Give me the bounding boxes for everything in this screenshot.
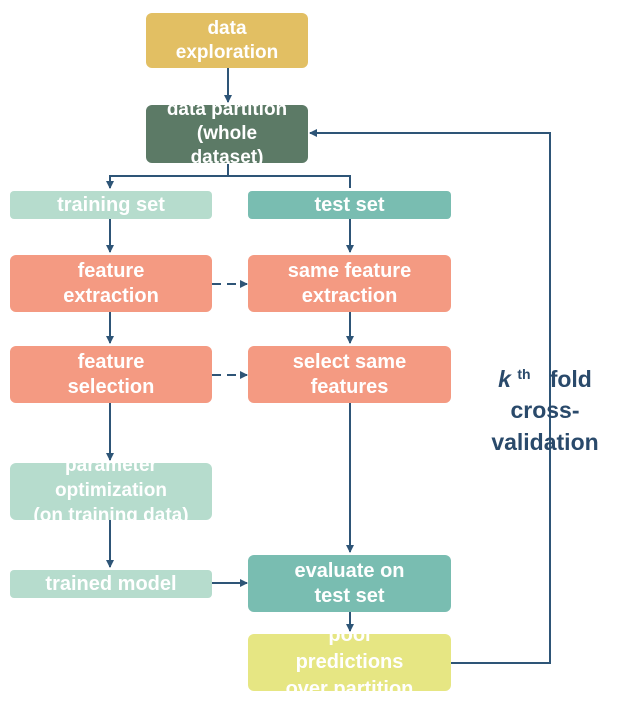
arrow-partition-to-test [228,175,351,188]
node-parameter-optimization: parameter optimization (on training data… [10,463,212,520]
data-partition-line2: (whole [196,123,258,145]
cross-validation-label: k th fold cross- validation [470,364,620,458]
data-exploration-line2: exploration [175,41,279,63]
select-same-features-line1: select same [292,350,407,373]
pool-line1: pool [328,634,371,646]
cv-label-line2: cross- [510,397,580,424]
optimization-line1: parameter [65,463,157,477]
data-partition-line1: data partition [166,105,288,121]
optimization-line2: optimization [55,480,167,502]
feature-selection-line1: feature [77,350,145,373]
node-data-partition: data partition (whole dataset) [146,105,308,163]
node-training-set: training set [10,191,212,219]
feature-extraction-line2: extraction [63,284,159,307]
evaluate-line1: evaluate on [294,559,405,582]
cv-label-line3: validation [491,428,599,455]
node-data-exploration: data exploration [146,13,308,68]
cv-k: k [498,366,511,392]
feature-extraction-line1: feature [77,259,145,282]
node-feature-selection: feature selection [10,346,212,403]
node-test-set: test set [248,191,451,219]
optimization-line3: (on training data) [33,504,189,520]
cv-label-line1: k th fold [470,364,620,395]
pool-line3: over partition [285,678,414,691]
node-feature-extraction: feature extraction [10,255,212,312]
pool-line2: predictions [295,651,404,673]
training-set-label: training set [57,193,165,216]
evaluate-line2: test set [314,584,385,607]
feature-selection-line2: selection [67,375,155,398]
trained-model-label: trained model [45,572,177,595]
data-partition-line3: dataset) [190,146,264,163]
select-same-features-line2: features [310,375,389,398]
test-set-label: test set [314,193,385,216]
node-pool-predictions: pool predictions over partition [248,634,451,691]
node-evaluate-on-test-set: evaluate on test set [248,555,451,612]
cv-fold: fold [549,366,592,392]
same-feature-extraction-line2: extraction [301,284,398,307]
same-feature-extraction-line1: same feature [287,259,412,282]
arrow-cv-loop [309,129,551,664]
node-select-same-features: select same features [248,346,451,403]
data-exploration-line1: data [207,17,247,39]
arrow-partition-to-training [106,164,229,189]
cv-th: th [517,366,531,382]
node-trained-model: trained model [10,570,212,598]
node-same-feature-extraction: same feature extraction [248,255,451,312]
